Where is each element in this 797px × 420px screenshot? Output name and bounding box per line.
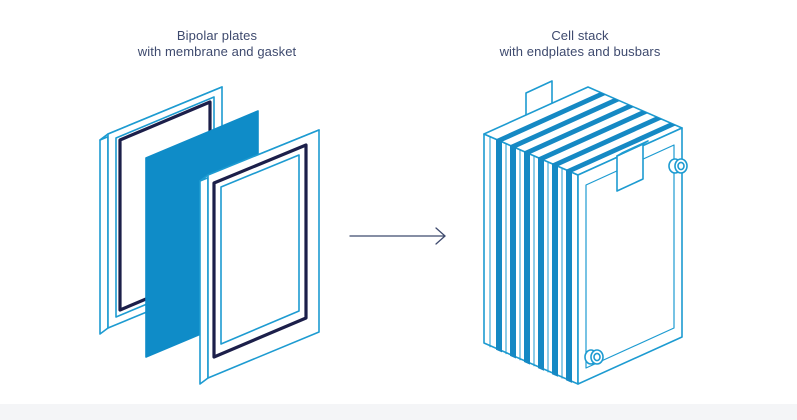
left-caption: Bipolar plates with membrane and gasket	[97, 28, 337, 60]
bottom-band	[0, 404, 797, 420]
cell-separators	[489, 136, 563, 379]
endplate-panel	[585, 144, 675, 369]
cell-layers	[496, 92, 676, 383]
top-port-icon	[668, 158, 688, 174]
left-caption-line2: with membrane and gasket	[137, 44, 297, 59]
right-caption: Cell stack with endplates and busbars	[460, 28, 700, 60]
right-arrow-icon	[349, 227, 446, 245]
stack-front-face	[577, 127, 683, 385]
bottom-port-icon	[584, 349, 604, 365]
right-caption-line1: Cell stack	[551, 28, 609, 43]
right-caption-line2: with endplates and busbars	[499, 44, 661, 59]
front-busbar	[616, 140, 649, 192]
front-bipolar-plate	[199, 129, 320, 385]
bipolar-plates-group	[99, 86, 320, 385]
left-caption-line1: Bipolar plates	[176, 28, 258, 43]
cell-stack-group	[483, 80, 688, 385]
